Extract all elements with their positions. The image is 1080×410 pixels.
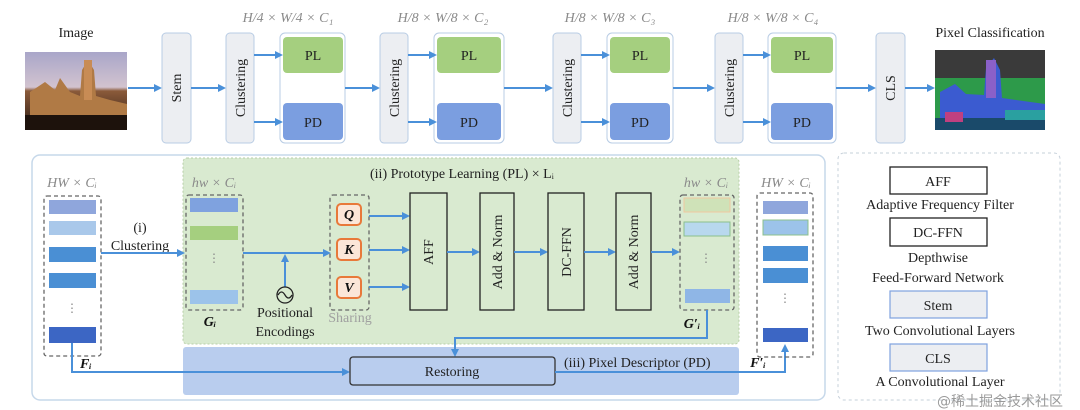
clustering-label: Clustering	[388, 59, 403, 117]
pd-block	[771, 103, 833, 140]
pl-label: PL	[632, 49, 648, 64]
clustering-block	[225, 32, 255, 144]
f-label: Fᵢ	[79, 357, 92, 372]
pl-block	[610, 37, 670, 73]
pd-label: PD	[631, 116, 649, 131]
stage-2: H/8 × W/8 × C₂ Clustering PL PD	[379, 11, 505, 144]
watermark: @稀土掘金技术社区	[937, 394, 1063, 410]
stage-1: H/4 × W/4 × C₁ Clustering PL PD	[225, 11, 346, 144]
pd-block	[437, 103, 501, 140]
output-dims: HW × Cᵢ	[760, 176, 811, 191]
legend-desc: Depthwise	[908, 251, 968, 266]
stage-4: H/8 × W/8 × C₄ Clustering PL PD	[714, 11, 837, 144]
q-block: Q	[336, 203, 362, 226]
legend-box-label: CLS	[925, 352, 951, 367]
pl-label: PL	[794, 49, 810, 64]
legend-box-label: Stem	[924, 299, 953, 314]
g-label: Gᵢ	[204, 315, 216, 330]
clustering-block	[714, 32, 744, 144]
stage-3: H/8 × W/8 × C₃ Clustering PL PD	[552, 11, 674, 144]
arrow	[71, 343, 350, 376]
sharing-label: Sharing	[328, 311, 372, 326]
legend-desc: Adaptive Frequency Filter	[866, 198, 1014, 213]
clustering-block	[379, 32, 409, 144]
dc-ffn-label: DC-FFN	[560, 227, 575, 277]
proto-dims: hw × Cᵢ	[192, 176, 236, 191]
legend-stem: Stem Two Convolutional Layers	[865, 290, 1015, 339]
v-block: V	[336, 276, 362, 299]
arrow	[451, 310, 708, 357]
input-image	[25, 52, 127, 130]
clustering-label: Clustering	[111, 239, 169, 254]
stage-dims: H/4 × W/4 × C₁	[242, 11, 334, 26]
ellipsis-icon: ⋮	[779, 291, 791, 305]
k-label: K	[343, 243, 355, 258]
positional-encoding-icon	[276, 286, 294, 304]
legend-desc: Feed-Forward Network	[872, 271, 1004, 286]
pd-block	[610, 103, 670, 140]
pd-title: (iii) Pixel Descriptor (PD)	[564, 356, 711, 371]
q-label: Q	[344, 208, 354, 223]
legend-box-label: DC-FFN	[913, 226, 963, 241]
pl-block	[283, 37, 343, 73]
add-norm-label: Add & Norm	[491, 215, 506, 290]
stage-dims: H/8 × W/8 × C₃	[564, 11, 656, 26]
dc-ffn-block: DC-FFN	[547, 192, 585, 311]
g-prime-label: G′ᵢ	[684, 317, 700, 332]
f-prime-label: F′ᵢ	[749, 356, 766, 371]
clustering-step-label: (i)	[133, 221, 147, 236]
pl-label: PL	[461, 49, 477, 64]
sharing-group	[329, 194, 370, 311]
pl-title: (ii) Prototype Learning (PL) × Lᵢ	[370, 167, 555, 182]
pd-block	[283, 103, 343, 140]
add-norm-block-2: Add & Norm	[615, 192, 652, 311]
aff-label: AFF	[422, 239, 437, 265]
pl-block	[437, 37, 501, 73]
pos-enc-label-1: Positional	[257, 306, 313, 321]
input-image-label: Image	[59, 26, 94, 41]
legend-aff: AFF Adaptive Frequency Filter	[866, 166, 1014, 213]
ellipsis-icon: ⋮	[66, 301, 78, 315]
restoring-label: Restoring	[425, 365, 479, 380]
updated-prototype-stack: ⋮	[679, 194, 735, 311]
arrow	[555, 344, 789, 373]
add-norm-label: Add & Norm	[627, 215, 642, 290]
output-label: Pixel Classification	[935, 26, 1044, 41]
stage-dims: H/8 × W/8 × C₄	[727, 11, 819, 26]
out-proto-dims: hw × Cᵢ	[684, 176, 728, 191]
ellipsis-icon: ⋮	[700, 251, 712, 265]
output-feature-stack: ⋮	[756, 192, 814, 358]
cls-block: CLS	[875, 32, 906, 144]
ellipsis-icon: ⋮	[208, 251, 220, 265]
add-norm-block-1: Add & Norm	[479, 192, 515, 311]
pl-label: PL	[305, 49, 321, 64]
pd-label: PD	[304, 116, 322, 131]
clustering-label: Clustering	[561, 59, 576, 117]
stage-dims: H/8 × W/8 × C₂	[397, 11, 489, 26]
pos-enc-label-2: Encodings	[255, 325, 314, 340]
legend-desc: A Convolutional Layer	[875, 375, 1004, 390]
legend-box-label: AFF	[925, 175, 951, 190]
legend-cls: CLS A Convolutional Layer	[875, 343, 1005, 390]
clustering-label: Clustering	[723, 59, 738, 117]
clustering-label: Clustering	[234, 59, 249, 117]
cls-label: CLS	[884, 75, 899, 101]
stem-label: Stem	[170, 74, 185, 103]
legend-desc: Two Convolutional Layers	[865, 324, 1015, 339]
input-dims: HW × Cᵢ	[46, 176, 97, 191]
k-block: K	[336, 238, 362, 261]
restoring-block: Restoring	[349, 356, 556, 386]
clustering-block	[552, 32, 582, 144]
stem-block: Stem	[161, 32, 192, 144]
v-label: V	[344, 281, 355, 296]
legend-dc-ffn: DC-FFN Depthwise Feed-Forward Network	[872, 217, 1004, 286]
segmentation-output-image	[935, 50, 1045, 130]
pd-label: PD	[793, 116, 811, 131]
aff-block: AFF	[409, 192, 448, 311]
legend-panel	[837, 152, 1061, 401]
pl-block	[771, 37, 833, 73]
pd-label: PD	[460, 116, 478, 131]
prototype-stack: ⋮	[185, 194, 244, 311]
